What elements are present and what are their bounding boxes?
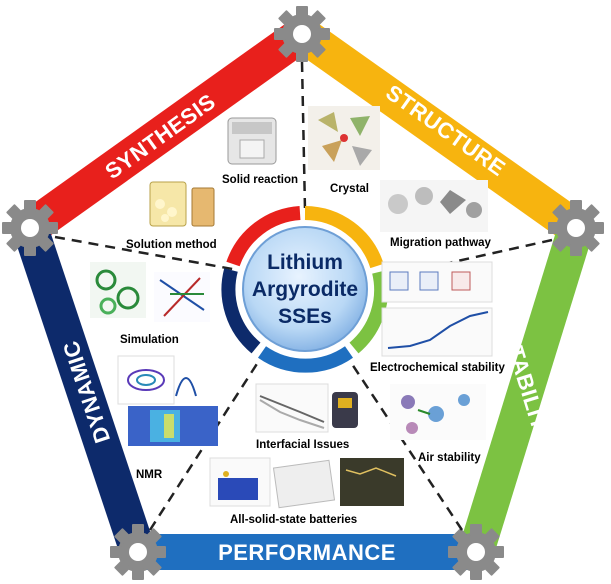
gear-icon (548, 200, 604, 256)
solution-method-label: Solution method (126, 239, 217, 251)
electrochemical-stability-image (381, 261, 493, 357)
all-solid-state-batteries-image (209, 457, 404, 509)
nmr-label: NMR (136, 469, 163, 481)
synthesis-band (19, 19, 313, 243)
interfacial-issues-label: Interfacial Issues (256, 439, 349, 451)
solid-reaction-label: Solid reaction (222, 174, 298, 186)
synthesis-label: SYNTHESIS (100, 89, 220, 184)
pentagon-frame (12, 19, 594, 570)
structure-band (291, 19, 587, 243)
gear-icon (110, 524, 166, 580)
solid-reaction-image (227, 117, 277, 165)
gear-icon (2, 200, 58, 256)
interfacial-issues-image (255, 383, 358, 433)
center-line-3: SSEs (278, 305, 332, 328)
migration-pathway-image (380, 180, 488, 232)
center-circle (242, 226, 368, 352)
center-line-2: Argyrodite (252, 278, 358, 301)
dynamic-band (12, 222, 156, 558)
nmr-image (117, 355, 218, 446)
solution-method-image (149, 181, 215, 227)
simulation-image (90, 262, 210, 322)
all-solid-state-batteries-label: All-solid-state batteries (230, 514, 357, 526)
crystal-label: Crystal (330, 183, 369, 195)
gear-icon (448, 524, 504, 580)
gear-icon (274, 6, 330, 62)
center-line-1: Lithium (267, 251, 343, 274)
center-ring (221, 206, 389, 373)
performance-label: PERFORMANCE (218, 540, 396, 565)
structure-label: STRUCTURE (381, 80, 510, 181)
simulation-label: Simulation (120, 334, 179, 346)
stability-band (458, 222, 594, 558)
electrochemical-stability-label: Electrochemical stability (370, 362, 505, 374)
air-stability-label: Air stability (418, 452, 481, 464)
migration-pathway-label: Migration pathway (390, 237, 492, 249)
air-stability-image (390, 384, 486, 440)
crystal-image (308, 106, 380, 170)
